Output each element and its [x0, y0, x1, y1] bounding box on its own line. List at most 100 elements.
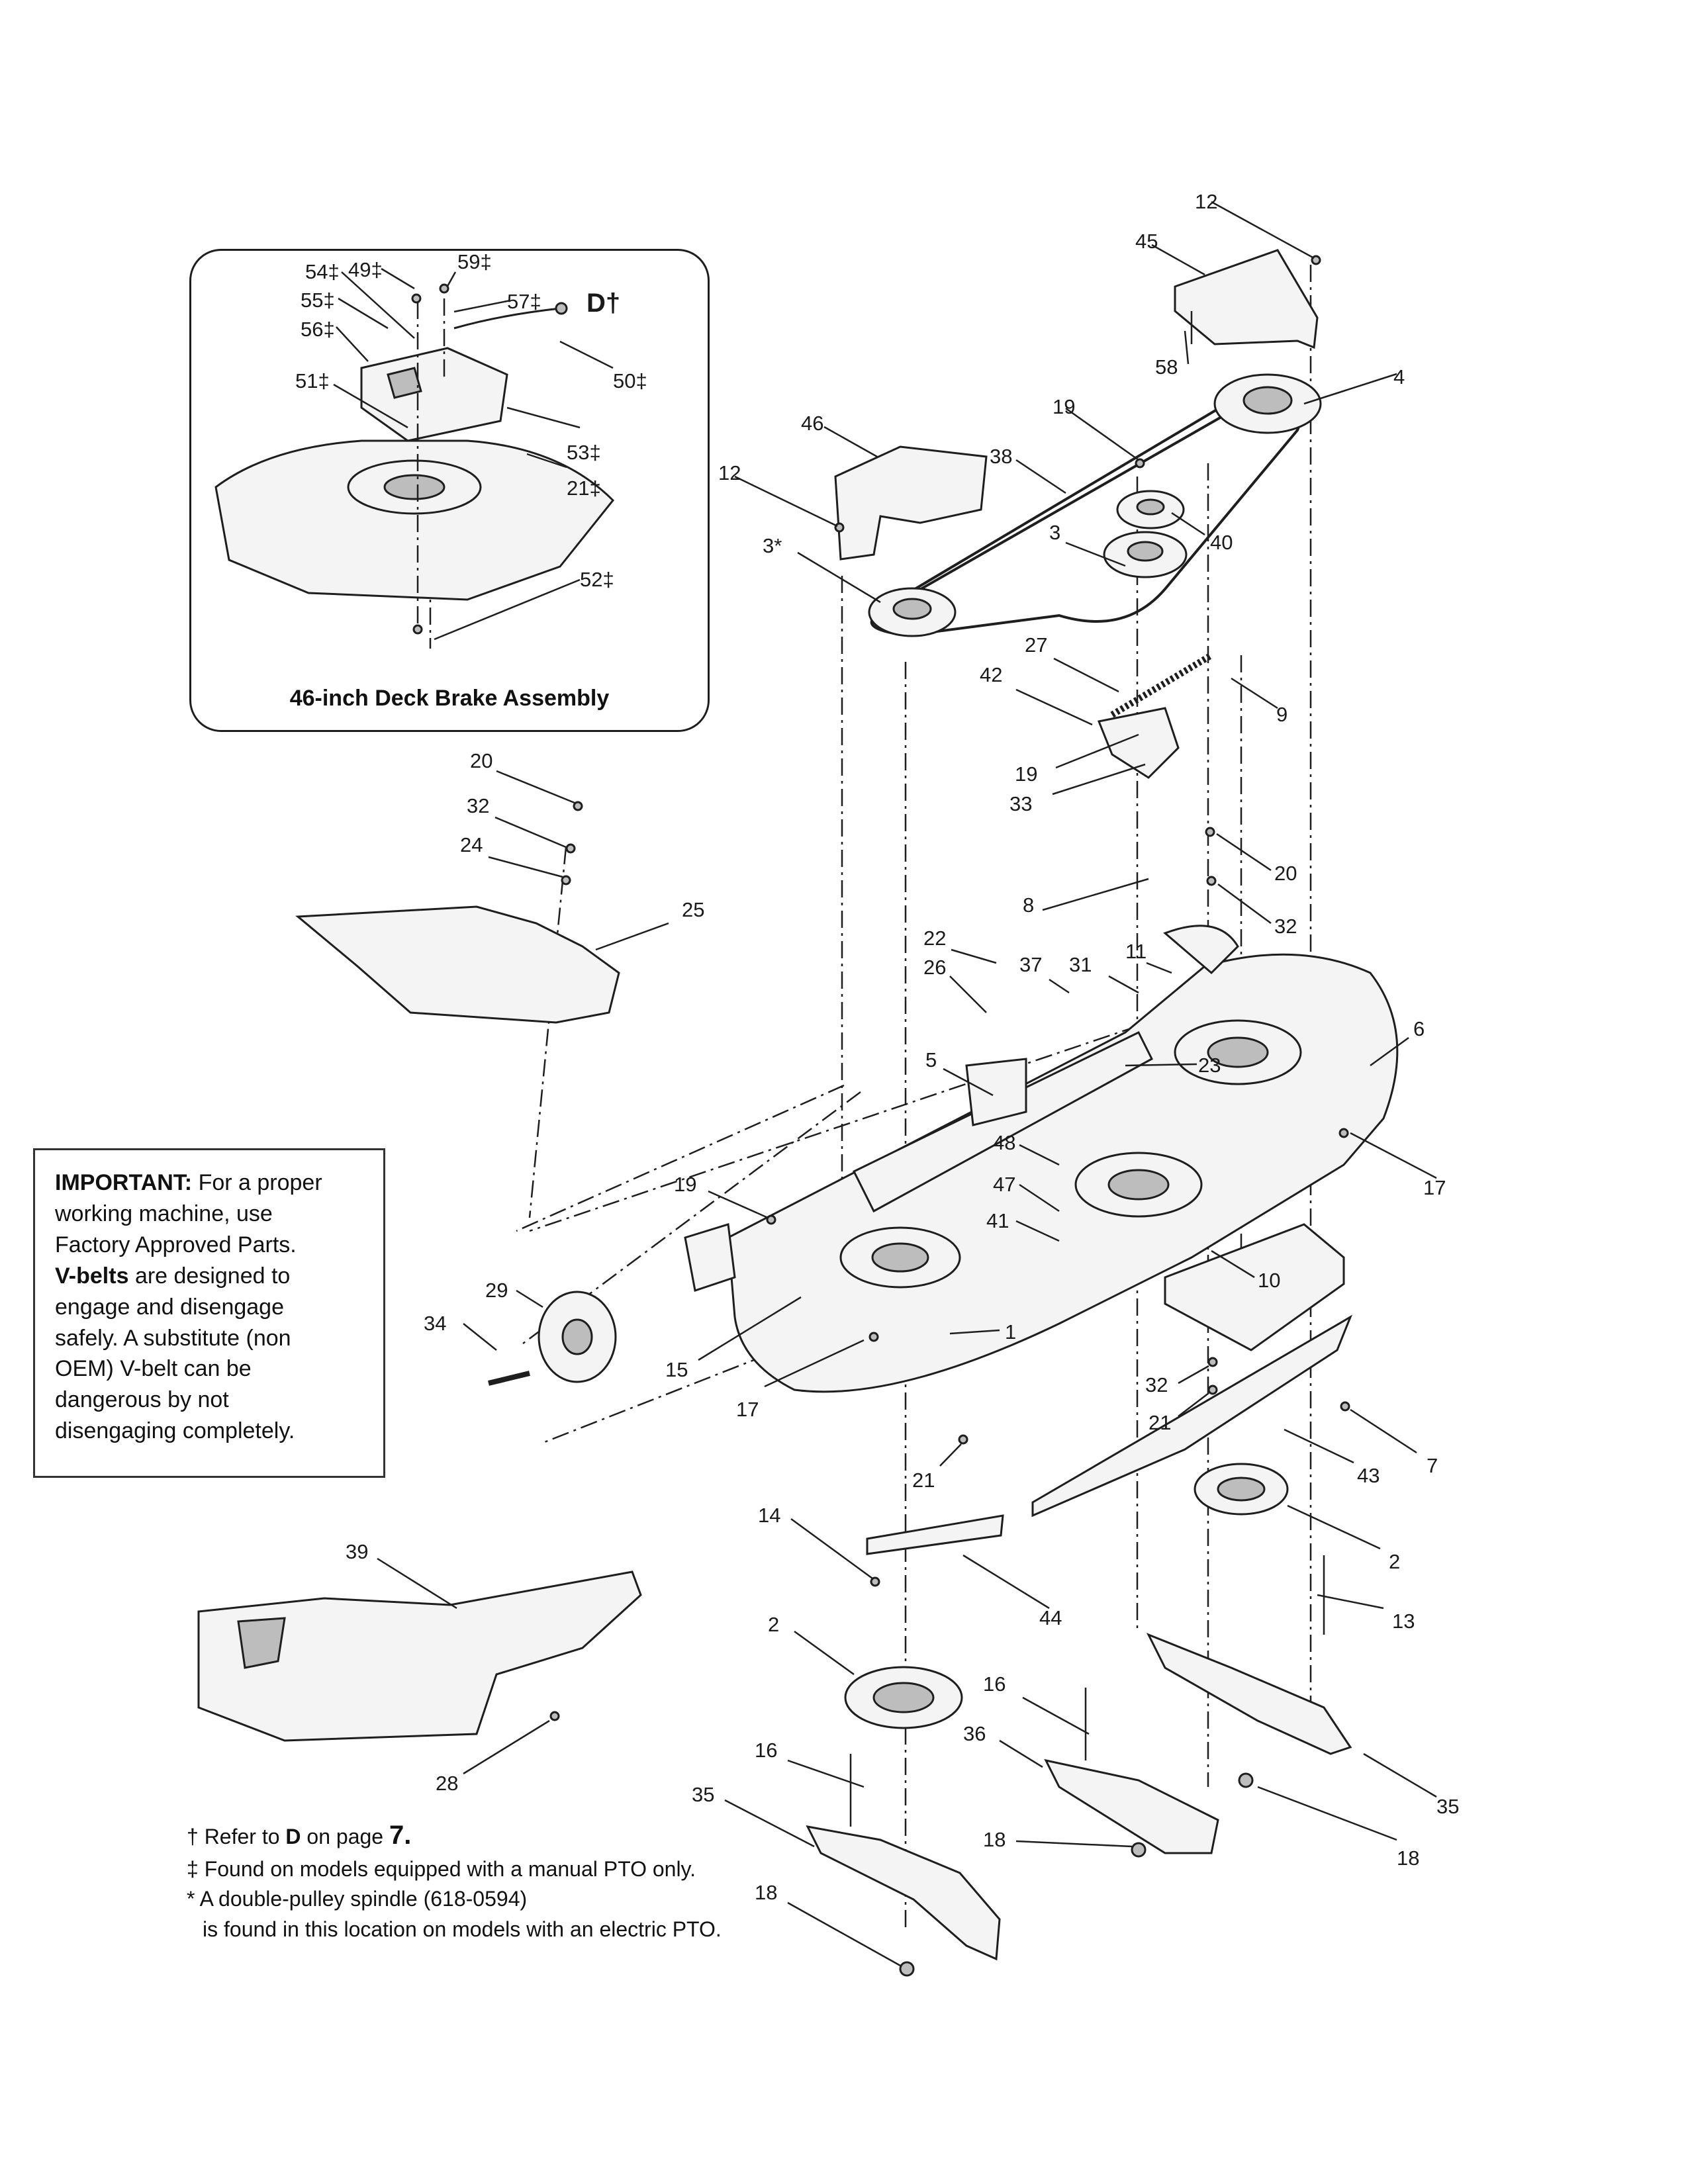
front-bracket	[866, 1514, 1004, 1555]
callout-24: 24	[460, 833, 483, 856]
callout-18a: 18	[983, 1828, 1006, 1851]
inset-callout-54: 54‡	[305, 260, 340, 283]
callout-58: 58	[1155, 355, 1178, 379]
callout-4: 4	[1393, 365, 1405, 388]
callout-8: 8	[1023, 893, 1034, 917]
footnote-dagger-page: 7.	[389, 1821, 412, 1850]
callout-32a: 32	[467, 794, 489, 817]
callout-15: 15	[665, 1358, 688, 1381]
callout-21b: 21	[912, 1469, 935, 1492]
mower-deck	[727, 925, 1399, 1393]
callout-34: 34	[424, 1312, 446, 1335]
callout-17b: 17	[736, 1398, 759, 1421]
callout-2b: 2	[768, 1613, 779, 1636]
callout-19b: 19	[1015, 762, 1037, 786]
inset-callout-57: 57‡	[507, 290, 541, 313]
spindle-plates	[844, 1463, 1289, 1729]
callout-22: 22	[923, 927, 946, 950]
footnotes: † Refer to D on page 7. ‡ Found on model…	[187, 1817, 849, 1944]
leader-lines	[377, 201, 1437, 1967]
footnote-dagger: † Refer to D on page 7.	[187, 1817, 849, 1854]
callout-11: 11	[1125, 940, 1147, 963]
callout-46: 46	[801, 412, 823, 435]
callout-6: 6	[1413, 1017, 1425, 1040]
callout-10: 10	[1258, 1269, 1280, 1292]
inset-callout-49: 49‡	[348, 258, 383, 281]
footnote-double-dagger: ‡ Found on models equipped with a manual…	[187, 1856, 696, 1881]
callout-20b: 20	[1274, 862, 1297, 885]
callout-36: 36	[963, 1722, 986, 1745]
idler-bracket	[1097, 652, 1213, 779]
callout-42: 42	[980, 663, 1002, 686]
callout-18b: 18	[1397, 1846, 1419, 1870]
footnote-asterisk: * A double-pulley spindle (618-0594)	[187, 1887, 528, 1911]
callout-45: 45	[1135, 230, 1158, 253]
notice-line3: Factory Approved Parts.	[55, 1232, 297, 1257]
footnote-dagger-ref: D	[285, 1825, 301, 1848]
gauge-wheel	[488, 1291, 617, 1386]
mulching-plug	[197, 1570, 642, 1742]
callout-32b: 32	[1274, 915, 1297, 938]
callout-17a: 17	[1423, 1176, 1446, 1199]
pulleys	[868, 373, 1322, 637]
belt-cover-right	[1174, 249, 1319, 349]
notice-line1: For a proper	[198, 1170, 322, 1195]
discharge-chute	[295, 905, 620, 1024]
baffle	[1031, 1314, 1353, 1518]
inset-callout-52: 52‡	[580, 568, 614, 591]
important-notice: IMPORTANT: For a proper working machine,…	[33, 1148, 385, 1478]
callout-19c: 19	[674, 1173, 696, 1196]
callout-20a: 20	[470, 749, 492, 772]
callout-19a: 19	[1053, 395, 1075, 418]
deck-side-plates	[684, 1223, 1345, 1351]
channel-bracket	[852, 1031, 1153, 1213]
callout-23: 23	[1198, 1054, 1221, 1077]
inset-callout-51: 51‡	[295, 369, 330, 392]
notice-line5: engage and disengage	[55, 1294, 284, 1320]
inset-callout-59: 59‡	[457, 250, 492, 273]
footnote-dagger-mid: on page	[306, 1825, 384, 1848]
callout-25: 25	[682, 898, 704, 921]
callout-12b: 12	[718, 461, 741, 484]
notice-line8: dangerous by not	[55, 1387, 229, 1413]
callout-41: 41	[986, 1209, 1009, 1232]
deck-brake-inset: 54‡ 49‡ 59‡ 57‡ D† 55‡ 56‡ 50‡ 51‡ 53‡ 2…	[189, 249, 710, 732]
hardware-fasteners	[549, 255, 1350, 1977]
callout-13: 13	[1392, 1610, 1415, 1633]
callout-27: 27	[1025, 633, 1047, 657]
inset-callout-53: 53‡	[567, 441, 601, 464]
notice-line6: safely. A substitute (non	[55, 1325, 291, 1351]
callout-40: 40	[1210, 531, 1233, 554]
footnote-dagger-prefix: † Refer to	[187, 1825, 280, 1848]
inset-callout-D: D†	[586, 289, 620, 318]
callout-35b: 35	[692, 1783, 714, 1806]
callout-37: 37	[1019, 953, 1042, 976]
notice-line2: working machine, use	[55, 1201, 273, 1226]
callout-12a: 12	[1195, 190, 1217, 213]
callout-3: 3	[1049, 521, 1060, 544]
callout-18c: 18	[755, 1881, 777, 1904]
callout-33: 33	[1009, 792, 1032, 815]
callout-2a: 2	[1389, 1550, 1400, 1573]
inset-callout-21: 21‡	[567, 477, 601, 500]
callout-5: 5	[925, 1048, 937, 1071]
inset-callout-50: 50‡	[613, 369, 647, 392]
callout-31: 31	[1069, 953, 1092, 976]
callout-29: 29	[485, 1279, 508, 1302]
callout-1: 1	[1005, 1320, 1016, 1343]
callout-47: 47	[993, 1173, 1015, 1196]
callout-32c: 32	[1145, 1373, 1168, 1396]
callout-35a: 35	[1436, 1795, 1459, 1818]
mower-blades	[806, 1633, 1352, 1961]
notice-line9: disengaging completely.	[55, 1418, 295, 1444]
callout-48: 48	[993, 1131, 1015, 1154]
notice-line7: OEM) V-belt can be	[55, 1356, 252, 1382]
belt-cover-left	[834, 445, 988, 561]
callout-28: 28	[436, 1772, 458, 1795]
callout-3s: 3*	[763, 534, 782, 557]
callout-16b: 16	[755, 1739, 777, 1762]
deck-brake-drawing: 54‡ 49‡ 59‡ 57‡ D† 55‡ 56‡ 50‡ 51‡ 53‡ 2…	[214, 250, 647, 641]
callout-16a: 16	[983, 1672, 1006, 1696]
